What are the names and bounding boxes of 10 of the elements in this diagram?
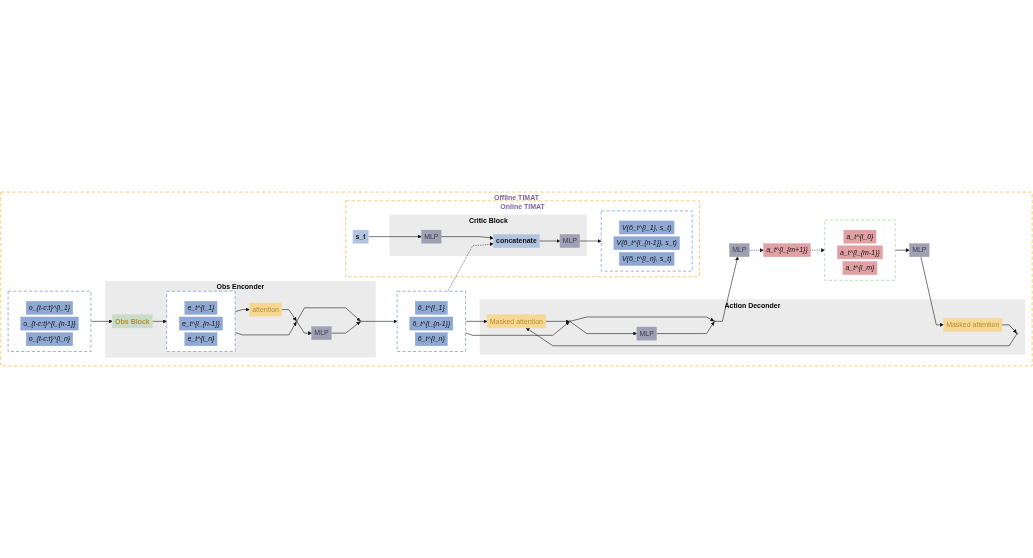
cluster — [7, 290, 92, 352]
node-circle — [1016, 332, 1019, 335]
cluster — [166, 290, 236, 352]
cluster — [396, 290, 466, 352]
node-circle — [568, 320, 571, 323]
cluster — [600, 210, 693, 272]
cluster — [824, 219, 896, 281]
node-circle — [713, 320, 716, 323]
node-circle — [359, 320, 362, 323]
node-circle — [295, 320, 298, 323]
